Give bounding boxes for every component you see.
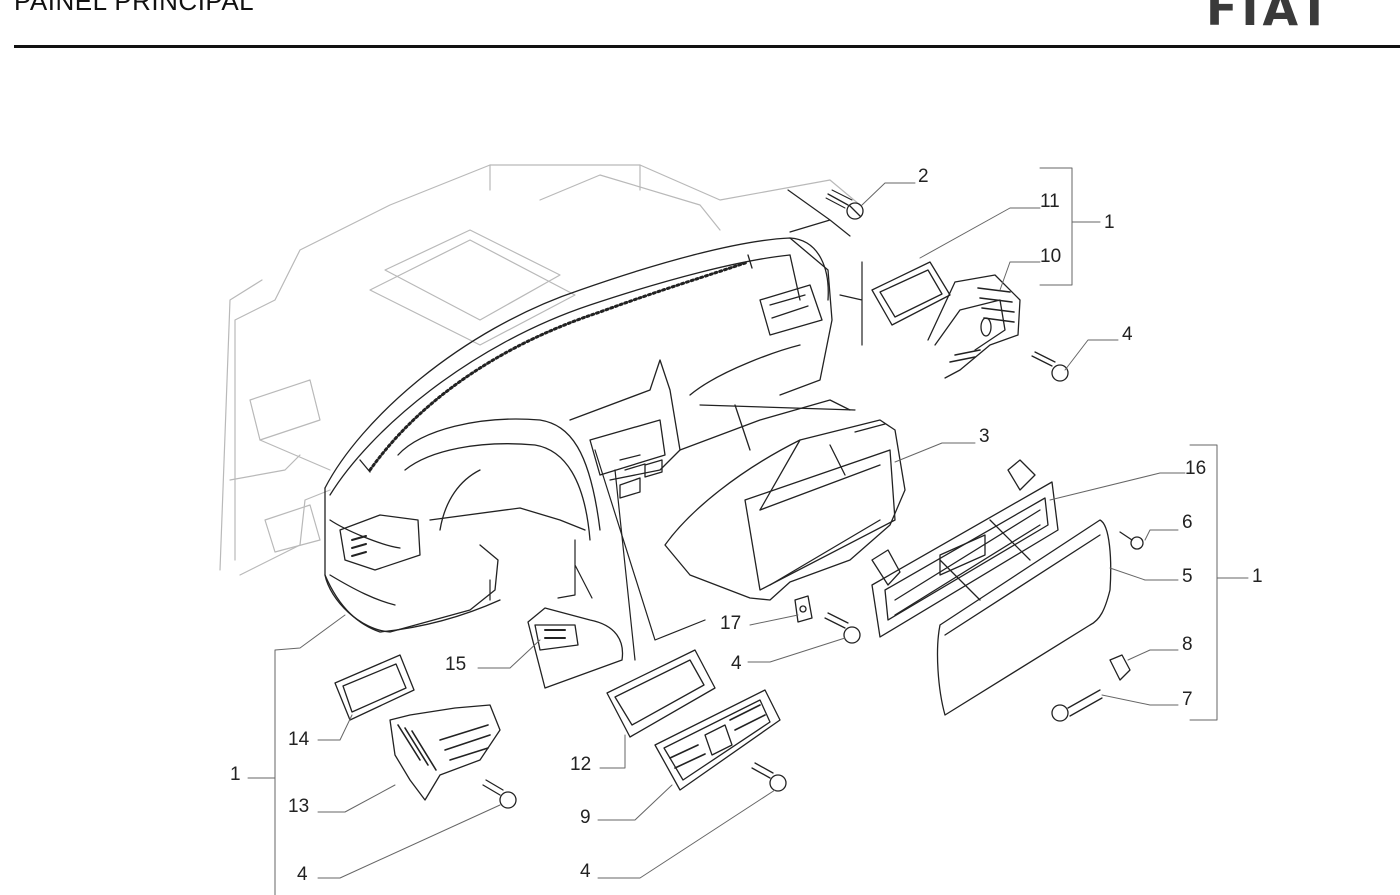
part-2-screw [825,189,864,220]
part-15-switch-panel [527,607,624,689]
part-4-screw-left [482,779,517,809]
callout-16: 16 [1185,458,1206,479]
callout-7: 7 [1182,689,1193,710]
part-6-screw [1119,531,1144,550]
part-7-bolt [1051,689,1103,722]
part-4-screw-right [1031,351,1069,382]
page-title: PAINEL PRINCIPAL [14,0,255,16]
callout-labels: 2 11 1 10 4 3 16 6 5 1 8 7 17 4 15 14 12… [230,166,1263,885]
callout-leader-lines [247,167,1249,895]
part-11-trim-frame [871,261,951,326]
callout-4-center: 4 [731,653,742,674]
callout-8: 8 [1182,634,1193,655]
callout-17: 17 [720,613,741,634]
part-10-air-vent [927,274,1021,379]
dashboard-main-panel [324,237,851,633]
callout-11: 11 [1040,191,1060,212]
part-17-clip [794,595,813,623]
callout-1-right: 1 [1252,566,1263,587]
callout-2: 2 [918,166,929,187]
part-16-inner-panel [871,459,1059,638]
part-12-trim-frame [606,649,716,738]
header-divider [14,45,1400,48]
ghost-body-structure [219,164,861,576]
callout-14: 14 [288,729,310,750]
part-14-trim-frame [334,654,415,721]
callout-4-right: 4 [1122,324,1133,345]
callout-4-left-bottom: 4 [297,864,308,885]
part-9-air-vent [654,689,781,791]
callout-6: 6 [1182,512,1193,533]
callout-9: 9 [580,807,591,828]
part-5-glovebox-door [936,519,1112,716]
callout-3: 3 [979,426,990,447]
callout-4-center-bottom: 4 [580,861,591,882]
fiat-logo: FIAT [1206,0,1334,36]
callout-13: 13 [288,796,309,817]
leader-guide-lines [489,189,863,661]
part-8-clip [1109,654,1131,681]
callout-10: 10 [1040,246,1061,267]
part-4-screw-bottom [751,762,787,792]
part-4-screw-center [824,612,861,644]
callout-1-left: 1 [230,764,241,785]
callout-15: 15 [445,654,466,675]
part-13-air-vent [389,704,501,801]
callout-5: 5 [1182,566,1193,587]
callout-12: 12 [570,754,591,775]
callout-1-upper: 1 [1104,212,1115,233]
part-3-glovebox-housing [664,419,906,601]
